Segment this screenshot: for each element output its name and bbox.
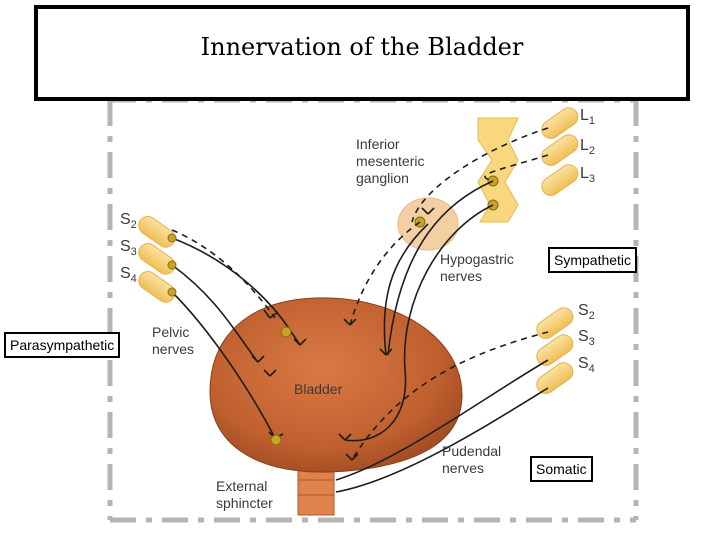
segment-letter: S [578, 328, 589, 345]
segment-number: 3 [589, 173, 595, 185]
right-sacral-labels: S2 S3 S4 [578, 302, 595, 375]
tag-parasympathetic: Parasympathetic [4, 332, 121, 358]
title-box: Innervation of the Bladder [34, 5, 690, 101]
segment-letter: L [580, 165, 589, 182]
bladder-shape [209, 297, 463, 473]
svg-text:S3: S3 [120, 238, 137, 258]
segment-letter: L [580, 137, 589, 154]
svg-text:L1: L1 [580, 107, 595, 127]
label-bladder: Bladder [294, 381, 343, 397]
svg-text:S3: S3 [578, 328, 595, 348]
segment-number: 4 [131, 273, 137, 285]
segment-number: 2 [589, 310, 595, 322]
segment-letter: S [578, 355, 589, 372]
svg-text:S2: S2 [578, 302, 595, 322]
segment-letter: L [580, 107, 589, 124]
segment-number: 4 [589, 363, 595, 375]
svg-text:S4: S4 [578, 355, 595, 375]
svg-text:L3: L3 [580, 165, 595, 185]
segment-letter: S [120, 211, 131, 228]
label-hypogastric-nerves: Hypogastric nerves [440, 251, 518, 284]
tag-somatic: Somatic [530, 456, 593, 482]
svg-text:S4: S4 [120, 265, 137, 285]
segment-number: 3 [131, 246, 137, 258]
segment-letter: S [120, 265, 131, 282]
label-inferior-mesenteric-ganglion: Inferior mesenteric ganglion [356, 136, 428, 186]
external-sphincter-shape [297, 464, 335, 516]
sympathetic-chain [477, 117, 519, 223]
tag-sympathetic: Sympathetic [548, 247, 638, 273]
nerve-paths [171, 127, 549, 493]
segment-letter: S [120, 238, 131, 255]
segment-number: 2 [131, 219, 137, 231]
segment-number: 2 [589, 145, 595, 157]
right-sacral-roots [536, 307, 574, 394]
left-sacral-roots [138, 216, 176, 303]
lumbar-labels: L1 L2 L3 [580, 107, 595, 185]
page-title: Innervation of the Bladder [200, 33, 524, 61]
left-sacral-labels: S2 S3 S4 [120, 211, 137, 285]
bladder-ganglia [167, 233, 292, 446]
label-external-sphincter: External sphincter [216, 478, 273, 511]
lumbar-roots [541, 107, 579, 196]
svg-text:L2: L2 [580, 137, 595, 157]
svg-text:S2: S2 [120, 211, 137, 231]
label-pudendal-nerves: Pudendal nerves [442, 443, 505, 476]
segment-number: 1 [589, 115, 595, 127]
segment-letter: S [578, 302, 589, 319]
label-pelvic-nerves: Pelvic nerves [152, 324, 194, 357]
segment-number: 3 [589, 336, 595, 348]
